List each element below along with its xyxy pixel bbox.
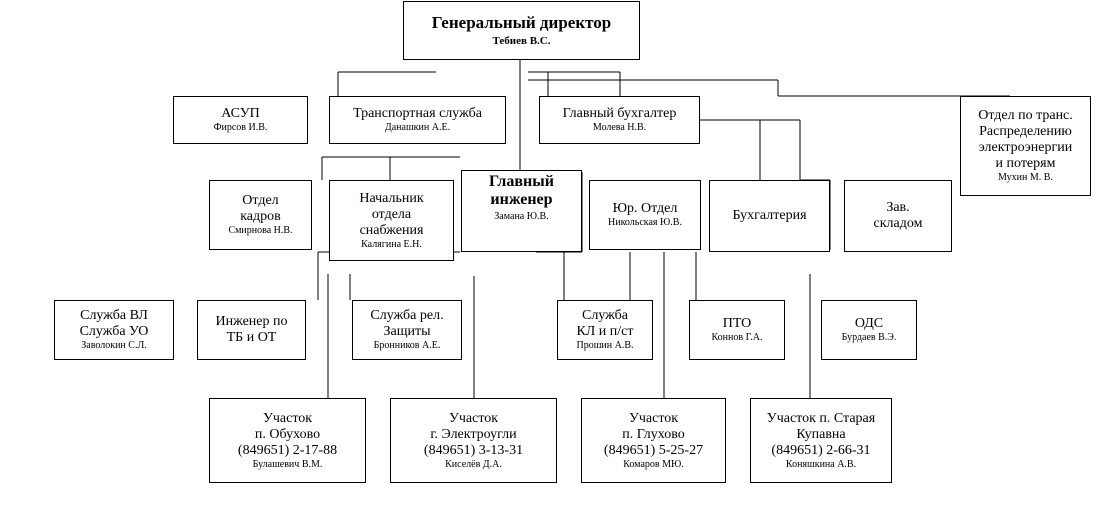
general-director-title: Генеральный директор: [431, 13, 612, 32]
chief-accountant-box: Главный бухгалтер Молева Н.В.: [539, 96, 700, 144]
site-elektrougli-box: Участок г. Электроугли (849651) 3-13-31 …: [390, 398, 557, 483]
supply-head-title: Начальник отдела снабжения: [359, 190, 424, 238]
supply-head-box: Начальник отдела снабжения Калягина Е.Н.: [329, 180, 454, 261]
cable-substation-service-title: Служба КЛ и п/ст: [576, 308, 634, 339]
transmission-dept-title: Отдел по транс. Распределению электроэне…: [978, 108, 1073, 171]
general-director-name: Тебиев В.С.: [492, 35, 551, 47]
chief-engineer-title: Главный инженер: [489, 173, 554, 208]
accounting-title: Бухгалтерия: [732, 208, 807, 223]
legal-dept-title: Юр. Отдел: [612, 201, 678, 216]
site-glukhovo-title: Участок п. Глухово (849651) 5-25-27: [603, 410, 704, 458]
hr-dept-title: Отдел кадров: [240, 193, 281, 224]
vl-uo-service-title: Служба ВЛ Служба УО: [79, 308, 149, 339]
site-obukhovo-title: Участок п. Обухово (849651) 2-17-88: [237, 410, 338, 458]
safety-engineer-box: Инженер по ТБ и ОТ: [197, 300, 306, 360]
ods-box: ОДС Бурдаев В.Э.: [821, 300, 917, 360]
warehouse-head-title: Зав. складом: [873, 200, 923, 231]
cable-substation-service-box: Служба КЛ и п/ст Прошин А.В.: [557, 300, 653, 360]
supply-head-name: Калягина Е.Н.: [361, 238, 422, 250]
vl-uo-service-box: Служба ВЛ Служба УО Заволокин С.Л.: [54, 300, 174, 360]
transmission-dept-name: Мухин М. В.: [998, 172, 1053, 183]
ods-name: Бурдаев В.Э.: [841, 332, 897, 343]
relay-protection-name: Бронников А.Е.: [373, 340, 441, 351]
accounting-box: Бухгалтерия: [709, 180, 830, 252]
relay-protection-title: Служба рел. Защиты: [370, 308, 444, 339]
site-kupavna-box: Участок п. Старая Купавна (849651) 2-66-…: [750, 398, 892, 483]
site-elektrougli-title: Участок г. Электроугли (849651) 3-13-31: [423, 410, 524, 458]
chief-accountant-title: Главный бухгалтер: [562, 106, 677, 121]
warehouse-head-box: Зав. складом: [844, 180, 952, 252]
site-obukhovo-name: Булашевич В.М.: [252, 458, 323, 470]
transmission-dept-box: Отдел по транс. Распределению электроэне…: [960, 96, 1091, 196]
pto-box: ПТО Коннов Г.А.: [689, 300, 785, 360]
hr-dept-name: Смирнова Н.В.: [228, 225, 293, 236]
asup-title: АСУП: [221, 106, 260, 121]
safety-engineer-title: Инженер по ТБ и ОТ: [215, 314, 288, 345]
general-director-box: Генеральный директор Тебиев В.С.: [403, 1, 640, 60]
transport-service-title: Транспортная служба: [353, 106, 482, 121]
site-kupavna-name: Коняшкина А.В.: [785, 458, 857, 470]
site-glukhovo-name: Комаров МЮ.: [623, 458, 684, 470]
transport-service-box: Транспортная служба Данашкин А.Е.: [329, 96, 506, 144]
legal-dept-name: Никольская Ю.В.: [608, 217, 682, 228]
site-kupavna-title: Участок п. Старая Купавна (849651) 2-66-…: [766, 410, 876, 458]
relay-protection-box: Служба рел. Защиты Бронников А.Е.: [352, 300, 462, 360]
vl-uo-service-name: Заволокин С.Л.: [81, 340, 147, 351]
asup-box: АСУП Фирсов И.В.: [173, 96, 308, 144]
asup-name: Фирсов И.В.: [213, 122, 268, 133]
chief-engineer-name: Замана Ю.В.: [494, 211, 549, 222]
transport-service-name: Данашкин А.Е.: [384, 122, 451, 133]
hr-dept-box: Отдел кадров Смирнова Н.В.: [209, 180, 312, 250]
chief-accountant-name: Молева Н.В.: [592, 122, 647, 133]
pto-name: Коннов Г.А.: [711, 332, 763, 343]
site-glukhovo-box: Участок п. Глухово (849651) 5-25-27 Кома…: [581, 398, 726, 483]
ods-title: ОДС: [854, 316, 884, 331]
chief-engineer-box: Главный инженер Замана Ю.В.: [461, 170, 582, 252]
site-elektrougli-name: Киселёв Д.А.: [445, 458, 502, 470]
legal-dept-box: Юр. Отдел Никольская Ю.В.: [589, 180, 701, 250]
site-obukhovo-box: Участок п. Обухово (849651) 2-17-88 Була…: [209, 398, 366, 483]
pto-title: ПТО: [722, 316, 752, 331]
cable-substation-service-name: Прошин А.В.: [576, 340, 634, 351]
